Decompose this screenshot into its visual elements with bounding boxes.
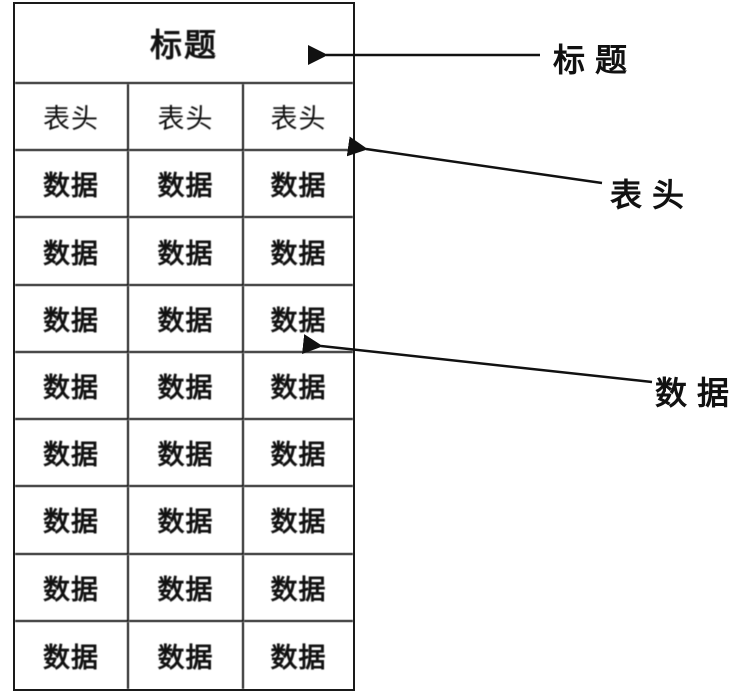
data-cell: 数据 xyxy=(244,487,353,555)
data-cell: 数据 xyxy=(129,621,244,689)
data-cell: 数据 xyxy=(129,352,244,421)
data-cell: 数据 xyxy=(270,642,327,674)
data-cell: 数据 xyxy=(129,420,244,488)
header-cell: 表头 xyxy=(244,84,353,152)
data-arrow xyxy=(302,334,653,384)
data-cell: 数据 xyxy=(129,218,244,286)
data-cell: 数据 xyxy=(15,285,129,353)
data-cell: 数据 xyxy=(15,621,129,689)
data-cell: 数据 xyxy=(15,218,129,286)
data-cell: 数据 xyxy=(15,554,129,622)
data-cell: 数据 xyxy=(129,151,244,219)
data-cell: 数据 xyxy=(244,151,353,219)
data-cell: 数据 xyxy=(15,151,129,219)
data-cell: 数据 xyxy=(15,420,129,488)
header-cell: 表头 xyxy=(15,84,129,152)
title-callout-label: 标题 xyxy=(553,41,638,79)
example-table: 标题 表头 表头 表头 数据 数据 数据 数据 数据 数据 数据 数据 数据 数… xyxy=(13,2,355,691)
header-callout-label: 表头 xyxy=(610,176,695,214)
header-cell: 表头 xyxy=(129,84,244,152)
data-cell: 数据 xyxy=(129,285,244,353)
table-title-cell: 标题 xyxy=(15,4,353,84)
data-cell: 数据 xyxy=(15,487,129,555)
data-cell: 数据 xyxy=(129,487,244,555)
data-cell: 数据 xyxy=(15,352,129,421)
data-cell: 数据 xyxy=(244,218,353,286)
table-grid: 表头 表头 表头 数据 数据 数据 数据 数据 数据 数据 数据 数据 数据 数… xyxy=(15,84,353,689)
data-cell: 数据 xyxy=(244,555,353,622)
data-callout-label: 数据 xyxy=(655,374,736,412)
data-cell: 数据 xyxy=(244,420,353,488)
data-cell: 数据 xyxy=(244,286,353,353)
data-cell: 数据 xyxy=(244,353,353,421)
data-cell: 数据 xyxy=(129,554,244,622)
header-arrow xyxy=(346,136,603,185)
